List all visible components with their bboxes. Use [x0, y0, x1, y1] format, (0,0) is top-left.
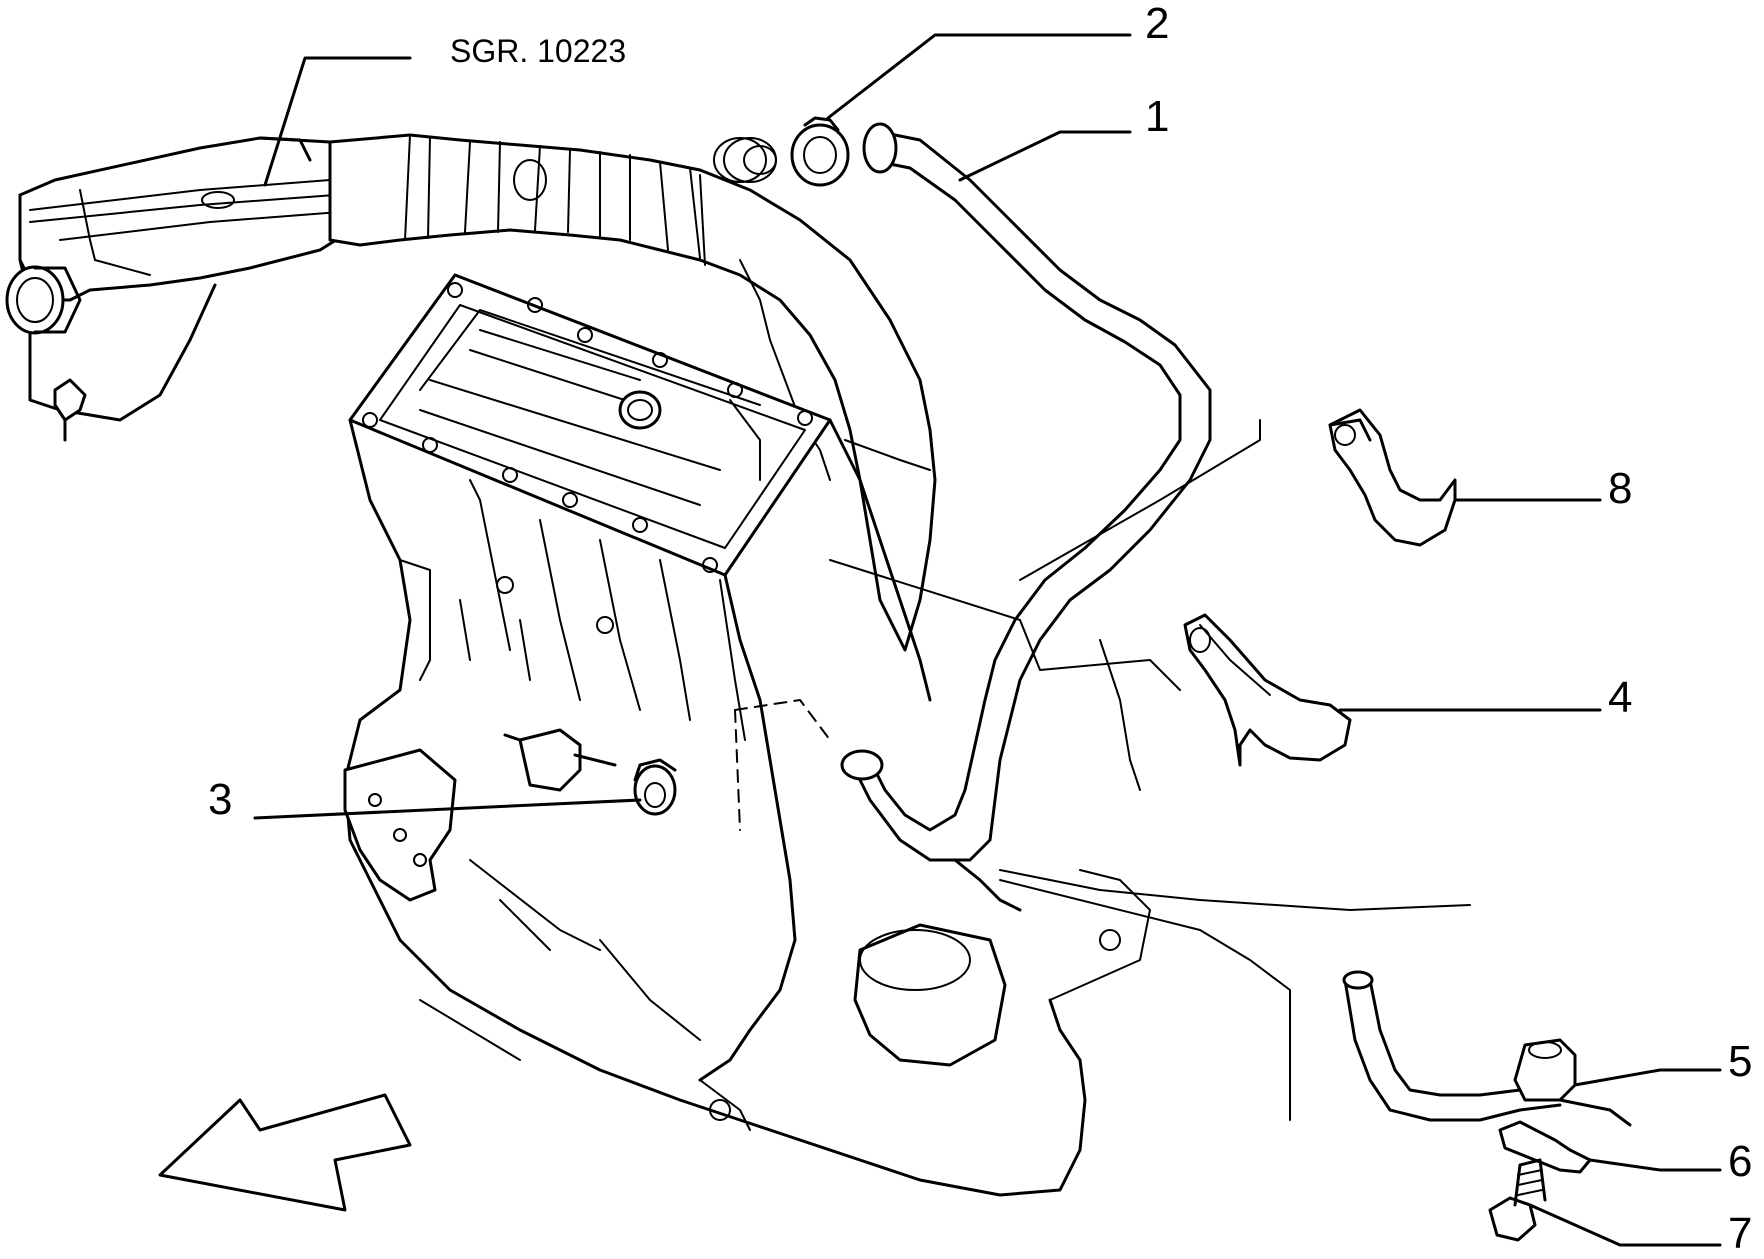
callout-6: 6: [1728, 1137, 1753, 1186]
callout-8: 8: [1608, 464, 1633, 513]
clamp-2: [713, 116, 850, 187]
callout-2: 2: [1145, 0, 1170, 48]
callout-4: 4: [1608, 673, 1633, 722]
air-filter-box: [5, 136, 362, 442]
bracket-8: [1328, 408, 1457, 547]
sensor-wires: [829, 419, 1471, 1121]
reference-label: SGR. 10223: [450, 33, 627, 69]
engine-block: [343, 273, 1151, 1197]
hose-1: [840, 122, 1212, 912]
leader-lines: [253, 33, 1722, 1247]
callout-1: 1: [1145, 92, 1170, 141]
callout-3: 3: [208, 775, 233, 824]
bolt-7: [1488, 1158, 1547, 1242]
direction-arrow: [158, 1093, 412, 1212]
clip-3: [633, 758, 677, 816]
bracket-4: [1183, 613, 1352, 767]
callout-5: 5: [1728, 1037, 1753, 1086]
clip-6: [1498, 1120, 1592, 1174]
intake-duct: [328, 133, 937, 652]
pipe-5: [1342, 970, 1632, 1127]
callout-7: 7: [1728, 1209, 1753, 1258]
